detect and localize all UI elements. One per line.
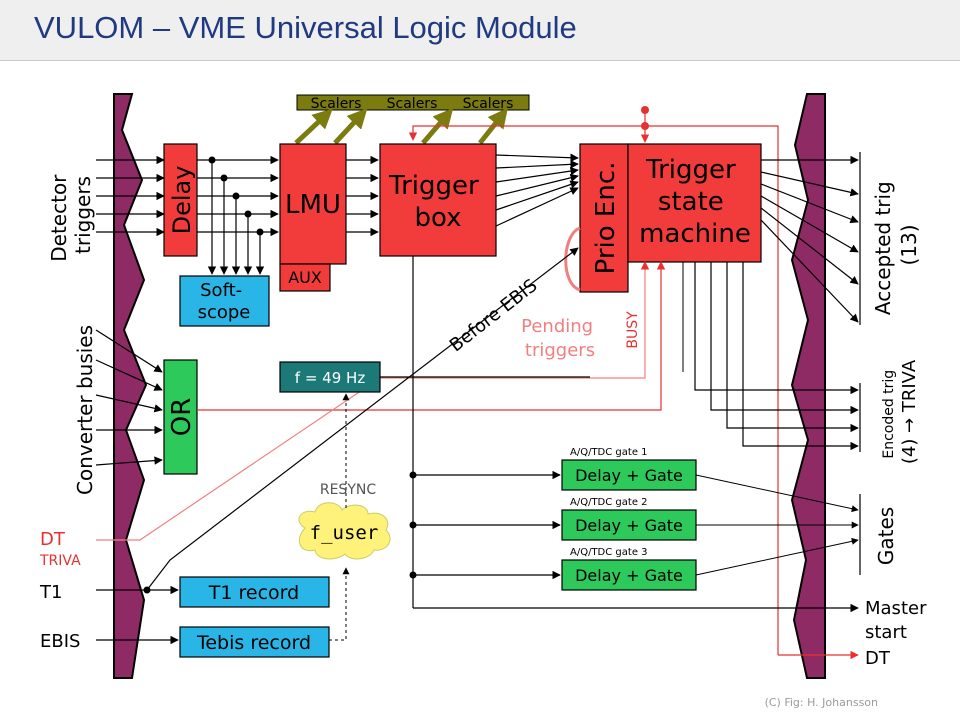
f-user-cloud (298, 502, 391, 560)
detector-triggers-label: Detector triggers (47, 168, 95, 262)
prio-enc-label: Prio Enc. (591, 162, 621, 275)
f-user-label: f_user (310, 522, 379, 544)
lmu-label: LMU (285, 190, 341, 220)
delay-gate-3-label: Delay + Gate (575, 566, 683, 585)
softscope-tap-dots (208, 156, 264, 236)
gate-label-3: A/Q/TDC gate 3 (570, 547, 648, 558)
prio-enc-block (579, 143, 629, 293)
triggerbox-to-prio-lines (495, 153, 579, 227)
title-bar: VULOM – VME Universal Logic Module (0, 0, 960, 61)
accepted-trig-label: Accepted trig (13) (871, 175, 921, 315)
t1-dot (143, 586, 151, 594)
figure-credit: (C) Fig: H. Johansson (764, 696, 878, 709)
slide-title: VULOM – VME Universal Logic Module (34, 10, 577, 45)
delay-to-lmu-lines (197, 155, 279, 275)
gate-out-lines (695, 474, 859, 576)
lmu-block (279, 143, 347, 265)
lmu-to-triggerbox-lines (346, 155, 379, 237)
gate-feed-lines (412, 256, 859, 613)
scaler-arrows (294, 107, 508, 145)
scalers-bar (296, 94, 530, 111)
encoded-trig-lines (694, 262, 859, 451)
resync-label: RESYNC (320, 482, 376, 498)
softscope-label: Soft- scope (198, 280, 251, 323)
tebis-to-fuser-line (329, 567, 350, 641)
trigger-state-machine (627, 143, 762, 263)
aux-block (279, 263, 331, 292)
trigger-box (379, 143, 497, 257)
t1-record-label: T1 record (208, 582, 299, 604)
module-right-wall (790, 93, 826, 679)
t1-input-label: T1 (39, 582, 62, 603)
delay-label: Delay (168, 166, 196, 235)
detector-trigger-inputs (96, 155, 165, 237)
state-machine-label: Trigger state machine (639, 155, 751, 249)
scaler-label-1: Scalers (311, 96, 362, 112)
pending-triggers-label: Pending triggers (521, 316, 599, 361)
accepted-trig-lines (760, 155, 859, 323)
scaler-label-3: Scalers (463, 96, 514, 112)
or-label: OR (167, 398, 197, 437)
ebis-input-label: EBIS (40, 631, 80, 652)
aux-label: AUX (288, 268, 322, 287)
before-ebis-line (146, 247, 579, 591)
dt-input-label: DT (40, 529, 66, 550)
gate-feed-dots (409, 471, 417, 579)
dt-out-label: DT (865, 648, 891, 669)
t1-record-block (179, 576, 330, 608)
delay-block (163, 143, 198, 257)
delay-gate-2-label: Delay + Gate (575, 516, 683, 535)
tebis-record-block (179, 626, 330, 658)
or-block (163, 359, 198, 475)
master-start-label: Master start (865, 598, 932, 643)
freq-label: f = 49 Hz (295, 369, 366, 387)
gate-label-2: A/Q/TDC gate 2 (570, 497, 648, 508)
pending-loop (564, 226, 581, 292)
softscope-block (179, 275, 270, 327)
converter-busies-label: Converter busies (73, 325, 97, 495)
busy-label: BUSY (625, 311, 641, 349)
gates-out-label: Gates (874, 507, 898, 565)
module-left-wall (113, 93, 148, 679)
freq-block (279, 361, 381, 393)
encoded-trig-label: Encoded trig (4) → TRIVA (881, 359, 920, 464)
converter-busy-inputs (95, 329, 163, 466)
tebis-record-label: Tebis record (196, 632, 311, 654)
delay-gate-1-label: Delay + Gate (575, 466, 683, 485)
scaler-label-2: Scalers (387, 96, 438, 112)
triva-input-label: TRIVA (39, 553, 81, 569)
trigger-box-label: Trigger box (388, 171, 487, 233)
gate-label-1: A/Q/TDC gate 1 (570, 447, 648, 458)
or-to-busy-line (197, 261, 666, 411)
